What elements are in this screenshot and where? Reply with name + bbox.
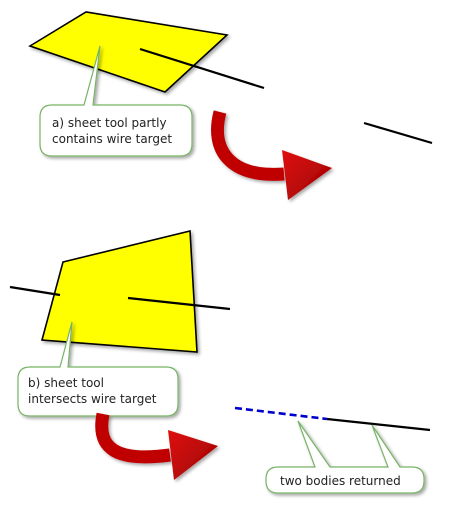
callout-a-bubble <box>39 45 193 157</box>
callout-a-line1: a) sheet tool partly <box>52 116 167 130</box>
wire-result-a <box>363 121 433 145</box>
result-arrow-b <box>95 412 218 480</box>
callout-b-bubble <box>17 321 179 417</box>
callout-b-line2: intersects wire target <box>28 392 157 406</box>
sheet-tool-a <box>28 11 229 93</box>
callout-b-line1: b) sheet tool <box>28 376 104 390</box>
wire-target-b-inner <box>127 296 231 311</box>
callout-a-line2: contains wire target <box>52 132 172 146</box>
wire-target-a <box>139 47 265 90</box>
callout-two-bodies-label: two bodies returned <box>280 474 401 488</box>
result-arrow-a <box>211 110 332 200</box>
wire-result-b-dashed <box>234 406 328 421</box>
panel-a: a) sheet tool partly contains wire targe… <box>28 11 433 200</box>
panel-b: b) sheet tool intersects wire target two… <box>9 229 431 494</box>
sheet-tool-b <box>40 229 198 353</box>
callout-two-bodies-bubble <box>265 420 425 494</box>
wire-target-b <box>9 285 61 297</box>
wire-result-b-solid <box>326 417 431 432</box>
